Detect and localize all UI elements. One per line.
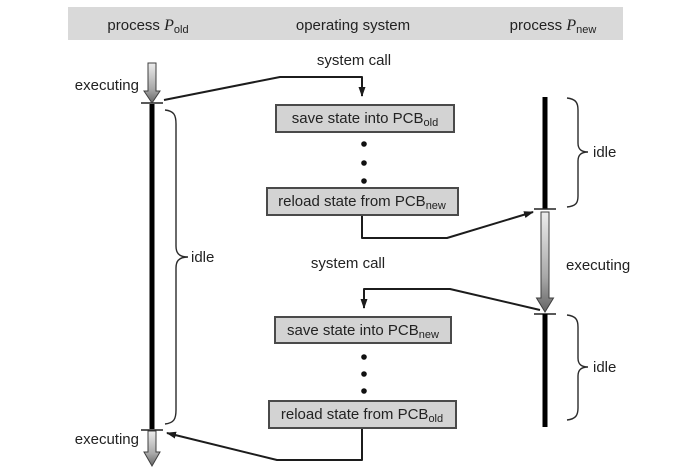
reload-state-old-label: reload state from PCBold bbox=[281, 406, 443, 425]
executing-label-old-bottom: executing bbox=[75, 431, 139, 448]
header-process-new-label: process Pnew bbox=[510, 17, 597, 36]
flow-arrow-new-to-save bbox=[360, 288, 541, 311]
system-call-top-label: system call bbox=[317, 52, 391, 69]
save-state-old-label: save state into PCBold bbox=[292, 110, 438, 129]
executing-arrow-new bbox=[535, 211, 555, 313]
header-bar bbox=[68, 7, 623, 40]
executing-label-old-top: executing bbox=[75, 77, 139, 94]
executing-label-new: executing bbox=[566, 257, 630, 274]
ellipsis-dots-bottom bbox=[361, 354, 367, 394]
executing-arrow-old-bottom bbox=[143, 430, 161, 468]
header-process-old-label: process Pold bbox=[107, 17, 188, 36]
reload-state-old-box: reload state from PCBold bbox=[268, 400, 457, 429]
save-state-old-box: save state into PCBold bbox=[275, 104, 455, 133]
save-state-new-label: save state into PCBnew bbox=[287, 322, 439, 341]
reload-state-new-label: reload state from PCBnew bbox=[278, 193, 446, 212]
idle-label-new-top: idle bbox=[593, 144, 616, 161]
idle-label-new-bottom: idle bbox=[593, 359, 616, 376]
flow-arrow-old-to-save bbox=[163, 76, 366, 101]
idle-brace-old bbox=[164, 109, 189, 425]
reload-state-new-box: reload state from PCBnew bbox=[266, 187, 459, 216]
idle-brace-new-top bbox=[566, 97, 589, 208]
header-operating-system-label: operating system bbox=[296, 17, 410, 34]
save-state-new-box: save state into PCBnew bbox=[274, 316, 452, 344]
system-call-bottom-label: system call bbox=[311, 255, 385, 272]
idle-brace-new-bottom bbox=[566, 314, 589, 421]
ellipsis-dots-top bbox=[361, 141, 367, 184]
flow-arrow-reload-to-new bbox=[361, 211, 534, 239]
flow-arrow-reload-to-old bbox=[166, 428, 363, 461]
idle-label-old: idle bbox=[191, 249, 214, 266]
executing-arrow-old-top bbox=[143, 62, 161, 104]
